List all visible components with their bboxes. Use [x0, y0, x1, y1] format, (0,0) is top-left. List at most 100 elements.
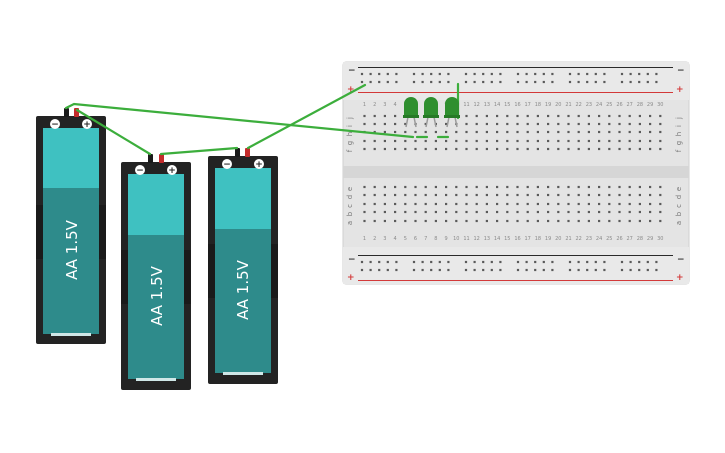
terminal-hole[interactable]	[394, 193, 397, 197]
rail-hole[interactable]	[516, 72, 520, 76]
terminal-hole[interactable]	[638, 210, 641, 214]
terminal-hole[interactable]	[628, 122, 631, 126]
terminal-hole[interactable]	[587, 193, 590, 197]
terminal-hole[interactable]	[363, 219, 366, 223]
rail-hole[interactable]	[542, 80, 545, 84]
terminal-hole[interactable]	[608, 202, 611, 206]
terminal-hole[interactable]	[557, 210, 560, 214]
terminal-hole[interactable]	[608, 114, 611, 118]
terminal-hole[interactable]	[383, 130, 386, 134]
terminal-hole[interactable]	[394, 139, 397, 143]
terminal-hole[interactable]	[608, 185, 611, 189]
terminal-hole[interactable]	[475, 122, 478, 126]
terminal-hole[interactable]	[445, 185, 448, 189]
leds[interactable]	[403, 97, 460, 128]
terminal-hole[interactable]	[618, 193, 621, 197]
rail-hole[interactable]	[447, 260, 450, 264]
terminal-hole[interactable]	[536, 202, 539, 206]
rail-hole[interactable]	[525, 72, 528, 76]
terminal-hole[interactable]	[475, 114, 478, 118]
rail-hole[interactable]	[490, 80, 493, 84]
rail-hole[interactable]	[447, 268, 450, 272]
terminal-hole[interactable]	[363, 210, 366, 214]
rail-hole[interactable]	[551, 72, 554, 76]
rail-hole[interactable]	[629, 268, 632, 272]
terminal-hole[interactable]	[587, 185, 590, 189]
rail-hole[interactable]	[655, 268, 658, 272]
rail-hole[interactable]	[542, 72, 545, 76]
terminal-hole[interactable]	[608, 219, 611, 223]
terminal-hole[interactable]	[659, 147, 662, 151]
rail-hole[interactable]	[534, 268, 537, 272]
terminal-hole[interactable]	[414, 193, 417, 197]
rail-hole[interactable]	[447, 72, 450, 76]
terminal-hole[interactable]	[434, 147, 437, 151]
terminal-hole[interactable]	[424, 130, 427, 134]
terminal-hole[interactable]	[577, 147, 580, 151]
terminal-hole[interactable]	[649, 147, 652, 151]
terminal-hole[interactable]	[638, 185, 641, 189]
terminal-hole[interactable]	[465, 130, 468, 134]
rail-hole[interactable]	[525, 80, 528, 84]
terminal-hole[interactable]	[659, 130, 662, 134]
terminal-hole[interactable]	[628, 193, 631, 197]
rail-hole[interactable]	[360, 80, 364, 84]
rail-hole[interactable]	[378, 80, 381, 84]
terminal-hole[interactable]	[506, 139, 509, 143]
terminal-hole[interactable]	[526, 202, 529, 206]
battery-2-plus-terminal[interactable]	[167, 165, 177, 175]
terminal-hole[interactable]	[455, 202, 458, 206]
rail-hole[interactable]	[464, 268, 468, 272]
terminal-hole[interactable]	[557, 193, 560, 197]
terminal-hole[interactable]	[445, 130, 448, 134]
rail-hole[interactable]	[655, 72, 658, 76]
terminal-hole[interactable]	[445, 219, 448, 223]
terminal-hole[interactable]	[383, 114, 386, 118]
rail-hole[interactable]	[473, 80, 476, 84]
terminal-hole[interactable]	[526, 210, 529, 214]
terminal-hole[interactable]	[434, 219, 437, 223]
terminal-hole[interactable]	[659, 219, 662, 223]
terminal-hole[interactable]	[496, 147, 499, 151]
battery-1-minus-terminal[interactable]	[50, 119, 60, 129]
terminal-hole[interactable]	[434, 210, 437, 214]
terminal-hole[interactable]	[434, 185, 437, 189]
rail-hole[interactable]	[412, 260, 416, 264]
terminal-hole[interactable]	[557, 114, 560, 118]
rail-hole[interactable]	[482, 80, 485, 84]
rail-hole[interactable]	[629, 260, 632, 264]
terminal-hole[interactable]	[557, 139, 560, 143]
terminal-hole[interactable]	[506, 122, 509, 126]
terminal-hole[interactable]	[383, 185, 386, 189]
terminal-hole[interactable]	[404, 147, 407, 151]
rail-hole[interactable]	[473, 268, 476, 272]
terminal-hole[interactable]	[628, 114, 631, 118]
terminal-hole[interactable]	[445, 122, 448, 126]
terminal-hole[interactable]	[516, 219, 519, 223]
terminal-hole[interactable]	[659, 114, 662, 118]
terminal-hole[interactable]	[414, 202, 417, 206]
rail-hole[interactable]	[534, 260, 537, 264]
terminal-hole[interactable]	[577, 219, 580, 223]
rail-hole[interactable]	[568, 260, 572, 264]
terminal-hole[interactable]	[536, 210, 539, 214]
rail-hole[interactable]	[516, 80, 520, 84]
rail-hole[interactable]	[534, 80, 537, 84]
terminal-hole[interactable]	[363, 185, 366, 189]
rail-hole[interactable]	[638, 260, 641, 264]
terminal-hole[interactable]	[526, 185, 529, 189]
rail-hole[interactable]	[629, 72, 632, 76]
terminal-hole[interactable]	[485, 147, 488, 151]
rail-hole[interactable]	[464, 260, 468, 264]
rail-hole[interactable]	[499, 80, 502, 84]
terminal-hole[interactable]	[516, 114, 519, 118]
terminal-hole[interactable]	[567, 139, 570, 143]
terminal-hole[interactable]	[628, 147, 631, 151]
terminal-hole[interactable]	[475, 130, 478, 134]
terminal-hole[interactable]	[394, 122, 397, 126]
rail-hole[interactable]	[577, 72, 580, 76]
terminal-hole[interactable]	[649, 193, 652, 197]
terminal-hole[interactable]	[547, 114, 550, 118]
terminal-hole[interactable]	[577, 114, 580, 118]
terminal-hole[interactable]	[475, 202, 478, 206]
